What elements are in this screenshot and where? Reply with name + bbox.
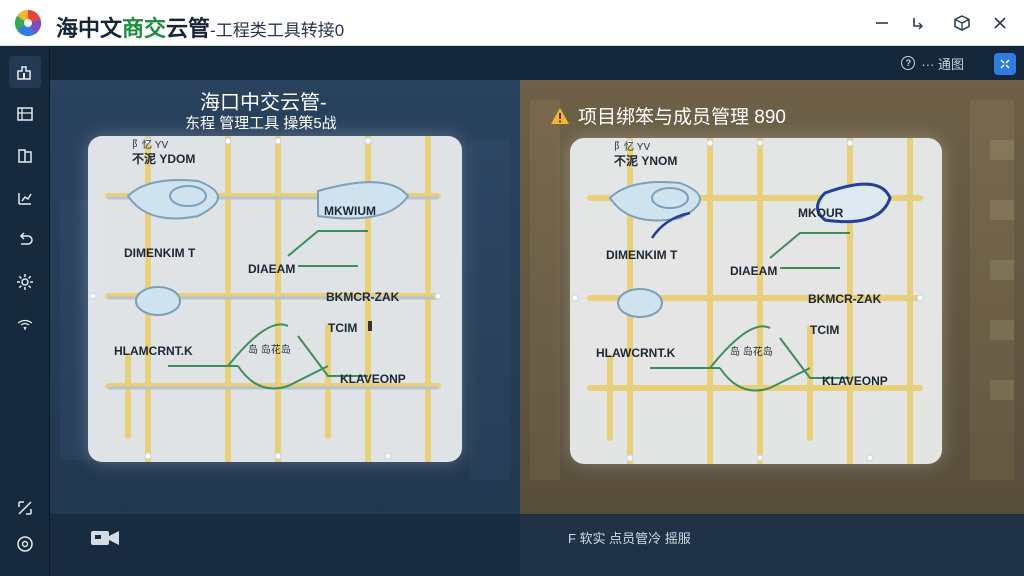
- left-pipe-map: [89, 136, 442, 462]
- left-label-mid-center: DIAEAM: [248, 262, 296, 276]
- help-icon: ?: [901, 56, 916, 70]
- sidebar-item-book[interactable]: [9, 140, 41, 172]
- video-button[interactable]: [90, 528, 120, 553]
- sidebar: [0, 46, 50, 576]
- sidebar-item-signal[interactable]: [9, 308, 41, 340]
- share-icon: [18, 501, 32, 515]
- left-map-card[interactable]: 阝忆 YV 不泥 YDOM DIMENKIM T DIAEAM MKWIUM B…: [88, 136, 462, 462]
- bottom-bar: F 软实 点员管冷 摇服: [50, 514, 1024, 576]
- footer-status: F 软实 点员管冷 摇服: [520, 514, 1024, 576]
- undo-icon: [19, 232, 33, 245]
- video-camera-icon: [91, 531, 119, 545]
- footer-text: F 软实 点员管冷 摇服: [568, 531, 691, 546]
- right-label-right-mid: BKMCR-ZAK: [808, 292, 882, 306]
- sidebar-item-map[interactable]: [9, 98, 41, 130]
- right-label-top: 不泥 YNOM: [614, 154, 678, 168]
- right-label-klav: KLAVEONP: [822, 374, 888, 388]
- sidebar-item-settings[interactable]: [9, 266, 41, 298]
- restore-icon: [913, 18, 923, 30]
- app-logo-icon: [14, 9, 42, 37]
- sidebar-item-undo[interactable]: [9, 224, 41, 256]
- sidebar-item-share[interactable]: [9, 492, 41, 524]
- left-panel-title: 海口中交云管-: [200, 92, 327, 114]
- book-icon: [18, 149, 32, 163]
- map-icon: [17, 107, 33, 121]
- right-panel-title: 项目绑笨与成员管理 890: [578, 107, 786, 128]
- right-map-card[interactable]: 阝忆 YV 不泥 YNOM DIMENKIM T DIAEAM MKOUR BK…: [570, 138, 942, 464]
- left-label-left-low-small: 岛 岛花岛: [248, 345, 291, 356]
- close-button[interactable]: [986, 9, 1014, 37]
- close-icon: [994, 17, 1006, 29]
- right-label-mid-center: DIAEAM: [730, 264, 778, 278]
- sidebar-item-building[interactable]: [9, 56, 41, 88]
- left-panel-subtitle: 东程 管理工具 操策5战: [185, 115, 337, 132]
- left-label-mid-left: DIMENKIM T: [124, 246, 196, 260]
- building-icon: [17, 66, 31, 80]
- left-panel: 海口中交云管- 东程 管理工具 操策5战: [50, 80, 520, 514]
- sidebar-item-config[interactable]: [9, 528, 41, 560]
- left-label-top: 不泥 YDOM: [132, 152, 196, 166]
- title-sub: -工程类工具转接0: [210, 21, 345, 40]
- box-button[interactable]: [948, 9, 976, 37]
- right-label-left-low-small: 岛 岛花岛: [730, 347, 773, 358]
- right-label-tcm: TCIM: [810, 323, 840, 337]
- sidebar-item-chart[interactable]: [9, 182, 41, 214]
- gear-icon: [17, 274, 33, 290]
- right-panel-title-row: 项目绑笨与成员管理 890: [550, 102, 786, 129]
- right-label-top-small: 阝忆 YV: [614, 142, 651, 153]
- top-toolbar: ? ··· 通图: [50, 46, 1024, 80]
- right-label-left-low: HLAWCRNT.K: [596, 346, 676, 360]
- warning-icon: [551, 107, 569, 124]
- signal-icon: [17, 319, 33, 331]
- restore-button[interactable]: [904, 9, 932, 37]
- left-label-klav: KLAVEONP: [340, 372, 406, 386]
- left-label-right-mid: BKMCR-ZAK: [326, 290, 400, 304]
- title-bar: 海中文商交云管-工程类工具转接0: [0, 0, 1024, 46]
- box-icon: [954, 15, 970, 31]
- left-label-tcm: TCIM: [328, 321, 358, 335]
- right-label-right-top: MKOUR: [798, 206, 844, 220]
- minimize-icon: [876, 22, 888, 24]
- app-title: 海中文商交云管-工程类工具转接0: [56, 11, 344, 43]
- settings-circle-icon: [17, 536, 33, 552]
- left-label-top-small: 阝忆 YV: [132, 140, 169, 151]
- title-accent: 商交: [122, 16, 167, 41]
- title-part1: 海中文: [56, 16, 123, 41]
- main-area: ? ··· 通图 海口中交云管- 东程 管理工具 操策5战: [50, 46, 1024, 576]
- collapse-button[interactable]: [994, 53, 1016, 75]
- title-part2: 云管: [166, 16, 211, 41]
- right-pipe-map: [571, 138, 924, 464]
- right-label-mid-left: DIMENKIM T: [606, 248, 678, 262]
- help-button[interactable]: ? ··· 通图: [901, 52, 964, 74]
- left-label-left-low: HLAMCRNT.K: [114, 344, 193, 358]
- collapse-icon: [1000, 59, 1010, 69]
- minimize-button[interactable]: [868, 9, 896, 37]
- help-label: ··· 通图: [921, 56, 964, 72]
- right-panel: 项目绑笨与成员管理 890: [520, 80, 1024, 514]
- chart-icon: [18, 193, 32, 205]
- left-label-right-top: MKWIUM: [324, 204, 376, 218]
